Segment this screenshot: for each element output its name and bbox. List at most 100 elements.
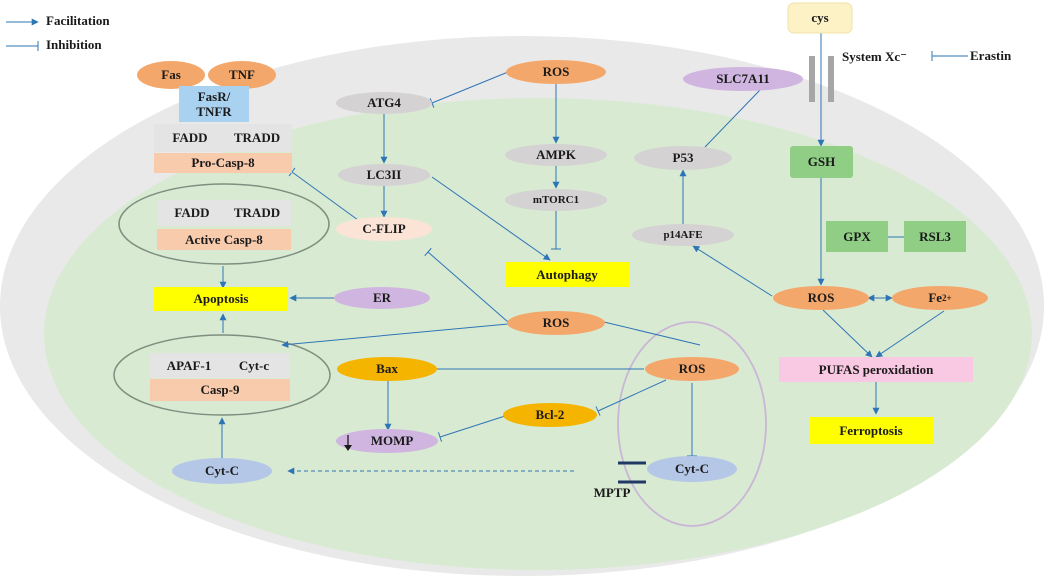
casp8-complex-outline — [118, 183, 330, 265]
ferroptosis-shape — [809, 417, 933, 444]
inhibit-cflip-procasp8 — [288, 167, 359, 221]
inhibit-ros-cflip — [424, 247, 509, 323]
bcl2-label: Bcl-2 — [535, 407, 565, 422]
legend-facilitation-label: Facilitation — [46, 13, 110, 28]
cys-label: cys — [811, 10, 829, 25]
atg4-label: ATG4 — [367, 95, 401, 110]
gsh-shape — [790, 146, 853, 178]
system-xc-label: System Xc⁻ — [842, 49, 907, 64]
erastin-label: Erastin — [970, 48, 1012, 63]
bax-label: Bax — [376, 361, 398, 376]
mtorc1-shape — [505, 189, 607, 211]
mptp-label: MPTP — [593, 485, 631, 500]
tradd-bottom-label: TRADD — [233, 205, 281, 220]
system-xc-bar-left — [809, 56, 815, 102]
cytc-left-shape — [172, 458, 272, 484]
edge-lc3ii-autophagy — [431, 176, 551, 261]
apoptosis-label: Apoptosis — [193, 291, 249, 306]
fasr-label: FasR/ TNFR — [196, 89, 232, 119]
lc3ii-shape — [338, 164, 430, 186]
fe-shape — [892, 286, 988, 310]
fadd-bottom-label: FADD — [174, 205, 210, 220]
cytc-mito-label: Cyt-C — [675, 461, 709, 476]
edge-ros-casp9 — [281, 323, 509, 348]
cytc-mito-shape — [647, 456, 737, 482]
gpx-label: GPX — [843, 228, 871, 244]
momp-decrease-arrowhead — [344, 445, 352, 451]
fas-shape — [137, 61, 205, 89]
active-casp8-label: Active Casp-8 — [185, 231, 263, 247]
fadd-tradd-top-shape — [154, 124, 292, 152]
tradd-top-label: TRADD — [233, 130, 281, 145]
ros-mito-shape — [645, 357, 739, 381]
ampk-label: AMPK — [536, 147, 576, 162]
cys-shape — [787, 2, 853, 34]
p53-label: P53 — [672, 150, 694, 165]
fe-label-base: Fe — [928, 290, 943, 305]
edge-fe-pufas — [875, 310, 945, 358]
slc7a11-shape — [683, 67, 803, 91]
cflip-label: C-FLIP — [362, 221, 406, 236]
casp9-complex-outline — [113, 334, 331, 416]
pufas-label: PUFAS peroxidation — [818, 361, 934, 377]
pathway-edges — [218, 33, 968, 475]
momp-label: MOMP — [370, 433, 414, 448]
autophagy-shape — [505, 262, 629, 287]
link-ros-mito — [603, 321, 701, 346]
gsh-label: GSH — [807, 154, 836, 169]
bcl2-shape — [503, 403, 597, 427]
link-p53-slc7a11 — [704, 89, 761, 148]
ros-right-shape — [773, 286, 869, 310]
casp9-label: Casp-9 — [200, 382, 240, 397]
ampk-shape — [505, 144, 607, 166]
slc7a11-label: SLC7A11 — [716, 71, 770, 86]
p14afe-label: p14AFE — [663, 229, 703, 241]
ros-top-label: ROS — [542, 64, 570, 79]
pro-casp8-label: Pro-Casp-8 — [191, 155, 255, 170]
inhibit-bcl2-momp — [437, 415, 506, 442]
pufas-shape — [779, 357, 973, 382]
ros-right-label: ROS — [807, 290, 835, 305]
fas-label: Fas — [161, 67, 181, 82]
ros-center-shape — [507, 311, 605, 335]
legend — [6, 18, 39, 51]
pro-casp8-shape — [154, 153, 292, 173]
tnf-label: TNF — [229, 67, 255, 82]
bax-shape — [337, 357, 437, 381]
p53-shape — [634, 146, 732, 170]
fe-label-charge: 2+ — [942, 293, 952, 303]
mitochondrion-outline — [617, 321, 767, 527]
ros-center-label: ROS — [542, 315, 570, 330]
gpx-shape — [826, 221, 888, 252]
er-shape — [334, 287, 430, 309]
cflip-shape — [336, 217, 432, 241]
inhibit-ros-atg4 — [429, 71, 509, 108]
ros-mito-label: ROS — [678, 361, 706, 376]
ferroptosis-label: Ferroptosis — [839, 422, 903, 438]
apaf1-cytc-shape — [150, 353, 290, 378]
er-label: ER — [372, 290, 392, 305]
cytc-complex-label: Cyt-c — [238, 357, 270, 373]
lc3ii-label: LC3II — [366, 167, 402, 182]
atg4-shape — [336, 92, 432, 114]
fasr-shape — [179, 86, 249, 122]
tnf-shape — [208, 61, 276, 89]
rsl3-label: RSL3 — [919, 228, 951, 244]
p14afe-shape — [632, 224, 734, 246]
edge-ros-p14afe — [692, 245, 773, 297]
autophagy-label: Autophagy — [536, 266, 598, 282]
system-xc-bar-right — [828, 56, 834, 102]
fadd-tradd-bottom-shape — [157, 200, 291, 226]
apoptosis-shape — [154, 287, 288, 311]
node-shapes — [137, 2, 988, 484]
ros-top-shape — [506, 60, 606, 84]
inhibit-ros-bcl2 — [595, 379, 667, 416]
apaf1-label: APAF-1 — [166, 357, 212, 373]
active-casp8-shape — [157, 229, 291, 250]
cytc-left-label: Cyt-C — [205, 463, 239, 478]
rsl3-shape — [904, 221, 966, 252]
casp9-shape — [150, 379, 290, 401]
mtorc1-label: mTORC1 — [532, 194, 580, 206]
